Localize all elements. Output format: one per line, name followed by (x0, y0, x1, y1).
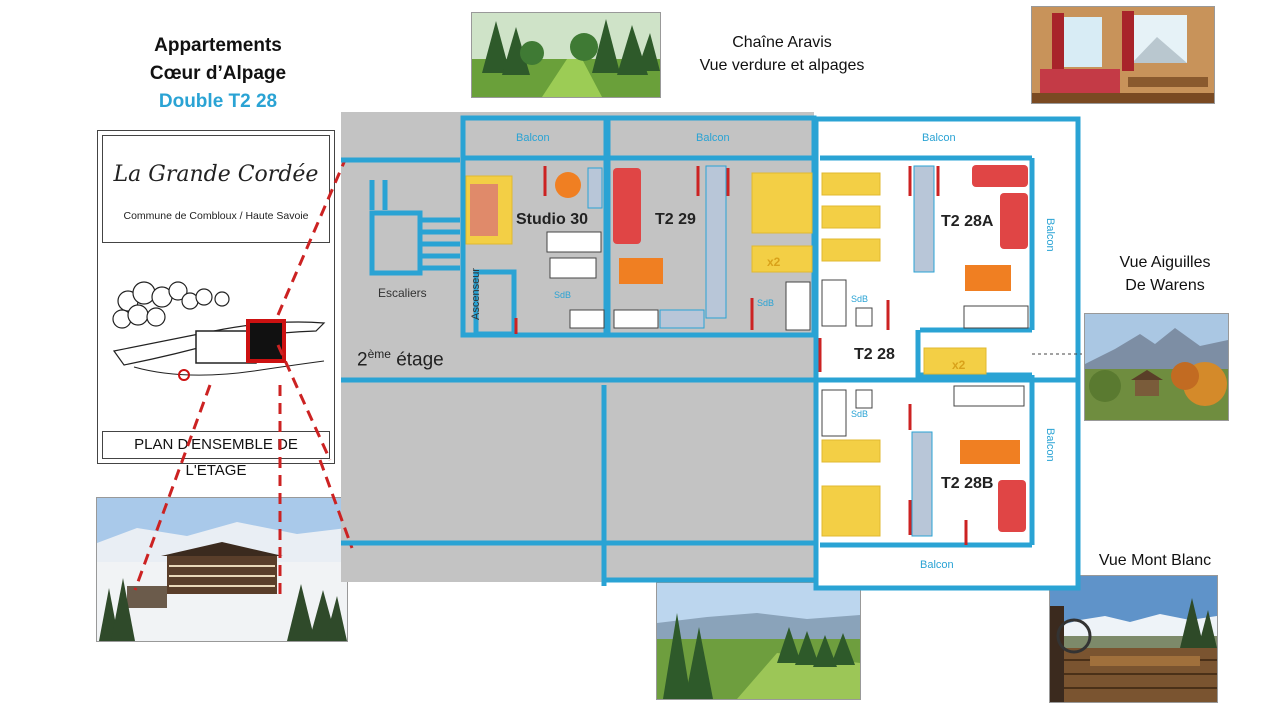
balcony-label: Balcon (1044, 218, 1056, 252)
landscape-meadow-photo (471, 12, 661, 98)
bathroom-label: SdB (851, 409, 869, 419)
elevator-label: Ascenseur (470, 268, 482, 320)
balcony-label: Balcon (1044, 428, 1056, 462)
bed-multiplier-label: x2 (952, 358, 966, 372)
caption-aiguilles: Vue Aiguilles De Warens (1090, 251, 1240, 297)
unit-label-t2-28: T2 28 (854, 346, 895, 363)
title-line-1: Appartements (154, 35, 282, 56)
page-title: Appartements Cœur d’Alpage Double T2 28 (100, 32, 336, 116)
kitchen-icon (613, 309, 659, 329)
unit-label-t2-28b: T2 28B (941, 475, 994, 492)
subtitle: Double T2 28 (158, 91, 278, 112)
toilet-icon (855, 307, 873, 327)
unit-label-t2-28a: T2 28A (941, 213, 994, 230)
caption-aravis: Chaîne Aravis Vue verdure et alpages (672, 31, 892, 77)
site-plan-header: La Grande Cordée Commune de Combloux / H… (102, 135, 330, 243)
table-icon (960, 440, 1020, 464)
balcony-label: Balcon (516, 132, 550, 144)
sofa-icon (613, 168, 641, 244)
mountain-autumn-photo (1084, 313, 1229, 421)
living-room-photo (1031, 6, 1215, 104)
closet-icon (705, 165, 727, 319)
table-icon (619, 258, 663, 284)
sink-icon (569, 309, 605, 329)
balcony-label: Balcon (922, 132, 956, 144)
bed-icon (751, 172, 813, 234)
floor-number: 2 (357, 349, 368, 371)
bed-icon (751, 245, 813, 273)
elevator-icon (473, 269, 517, 337)
caption-aravis-line-1: Chaîne Aravis (732, 34, 832, 51)
bathtub-icon (549, 257, 597, 279)
kitchen-icon (546, 231, 602, 253)
brand-name: La Grande Cordée (113, 162, 319, 187)
bed-icon (470, 184, 498, 236)
bed-icon (821, 485, 881, 537)
bed-icon (821, 172, 881, 196)
site-plan-card: La Grande Cordée Commune de Combloux / H… (97, 130, 335, 479)
dashed-corridor-edges (341, 157, 400, 546)
unit-label-studio-30: Studio 30 (516, 211, 589, 228)
caption-aiguilles-line-2: De Warens (1125, 277, 1205, 294)
bed-icon (821, 238, 881, 262)
table-icon (965, 265, 1011, 291)
floor-label: 2ème étage (357, 347, 444, 371)
bed-icon (923, 347, 987, 375)
kitchen-icon (963, 305, 1029, 329)
balcony-label: Balcon (696, 132, 730, 144)
bed-icon (821, 205, 881, 229)
door-markers (514, 166, 968, 545)
valley-forest-photo (656, 582, 861, 700)
site-plan-footer: PLAN D'ENSEMBLE DE L'ETAGE (102, 431, 330, 479)
kitchen-icon (953, 385, 1025, 407)
floor-word: étage (396, 349, 444, 371)
table-icon (555, 172, 581, 198)
floor-suffix: ème (367, 347, 391, 361)
caption-mont-blanc: Vue Mont Blanc (1098, 552, 1212, 569)
callout-lines (133, 159, 354, 598)
sofa-icon (998, 480, 1026, 532)
walls (341, 115, 1078, 586)
bathroom-label: SdB (851, 294, 869, 304)
caption-aiguilles-line-1: Vue Aiguilles (1119, 254, 1211, 271)
closet-icon (587, 167, 603, 209)
balcony-label: Balcon (920, 559, 954, 571)
site-plan-sketch (112, 281, 326, 381)
toilet-icon (855, 389, 873, 409)
closet-icon (913, 165, 935, 273)
bathroom-label: SdB (554, 290, 572, 300)
sofa-icon (972, 165, 1028, 187)
stairs-label: Escaliers (378, 286, 427, 300)
closet-icon (911, 431, 933, 537)
bathtub-icon (821, 389, 847, 437)
bathtub-icon (821, 279, 847, 327)
title-line-2: Cœur d’Alpage (149, 63, 287, 84)
counter-icon (659, 309, 705, 329)
bed-multiplier-label: x2 (767, 255, 781, 269)
bathtub-icon (785, 281, 811, 331)
stairs-icon (369, 180, 460, 276)
bathroom-label: SdB (757, 298, 775, 308)
sofa-icon (1000, 193, 1028, 249)
building-winter-photo (96, 497, 348, 642)
balcony-mont-blanc-photo (1049, 575, 1218, 703)
caption-aravis-line-2: Vue verdure et alpages (699, 57, 865, 74)
unit-label-t2-29: T2 29 (655, 211, 696, 228)
commune-text: Commune de Combloux / Haute Savoie (123, 210, 309, 222)
bed-icon (821, 439, 881, 463)
